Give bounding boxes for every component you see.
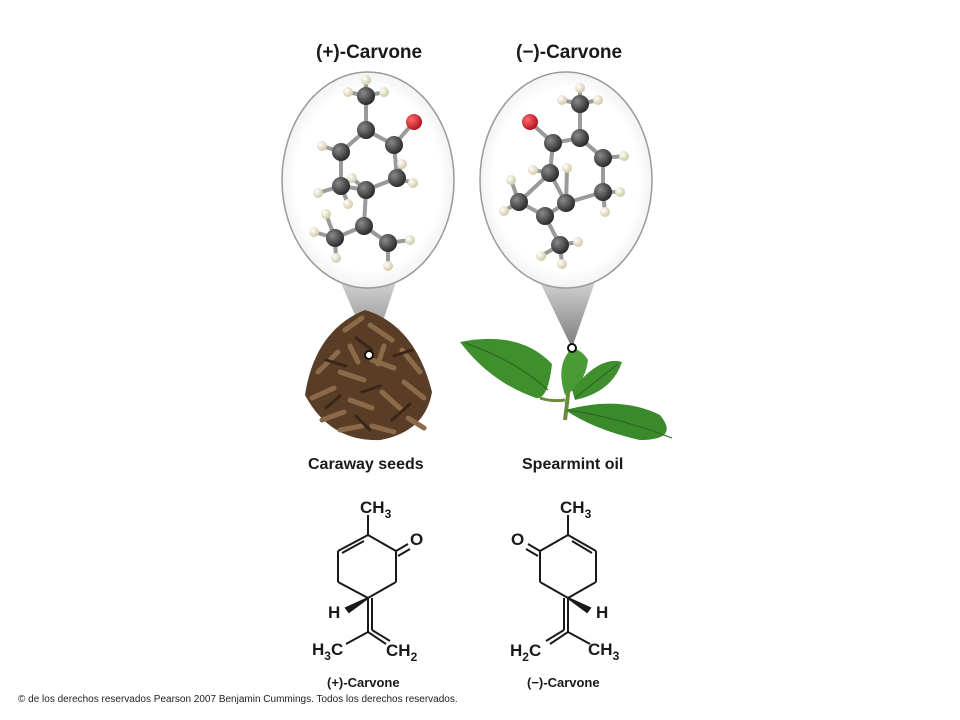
right-hydrogen-label: H bbox=[596, 603, 608, 622]
left-structural-formula bbox=[337, 515, 411, 645]
right-bottom-right-group: CH3​ bbox=[588, 640, 620, 663]
right-bottom-left-group: H2​C bbox=[510, 641, 541, 664]
left-oxygen-atom bbox=[406, 114, 422, 130]
left-source-caption: Caraway seeds bbox=[308, 456, 424, 473]
left-hydrogen-atoms bbox=[309, 75, 418, 271]
left-hydrogen-label: H bbox=[328, 603, 340, 622]
right-methyl-label: CH3​ bbox=[560, 498, 592, 521]
left-carbon-atoms bbox=[326, 87, 406, 252]
right-hydrogen-atoms bbox=[499, 83, 629, 269]
right-oxygen-label: O bbox=[511, 530, 524, 549]
left-title: (+)-Carvone bbox=[316, 42, 423, 63]
right-structural-formula bbox=[525, 515, 597, 645]
left-oxygen-label: O bbox=[410, 530, 423, 549]
right-oxygen-atom bbox=[522, 114, 538, 130]
right-carbon-atoms bbox=[510, 95, 612, 254]
right-source-caption: Spearmint oil bbox=[522, 456, 624, 473]
left-bottom-left-group: H3​C bbox=[312, 640, 343, 663]
spearmint-leaves-image bbox=[460, 338, 673, 440]
caraway-seeds-image bbox=[305, 310, 432, 441]
left-bottom-right-group: CH2​ bbox=[386, 641, 418, 664]
copyright-notice: © de los derechos reservados Pearson 200… bbox=[18, 694, 458, 705]
left-methyl-label: CH3​ bbox=[360, 498, 392, 521]
right-structure-label: (−)-Carvone bbox=[527, 675, 600, 690]
right-title: (−)-Carvone bbox=[516, 42, 623, 63]
left-structure-label: (+)-Carvone bbox=[327, 675, 400, 690]
